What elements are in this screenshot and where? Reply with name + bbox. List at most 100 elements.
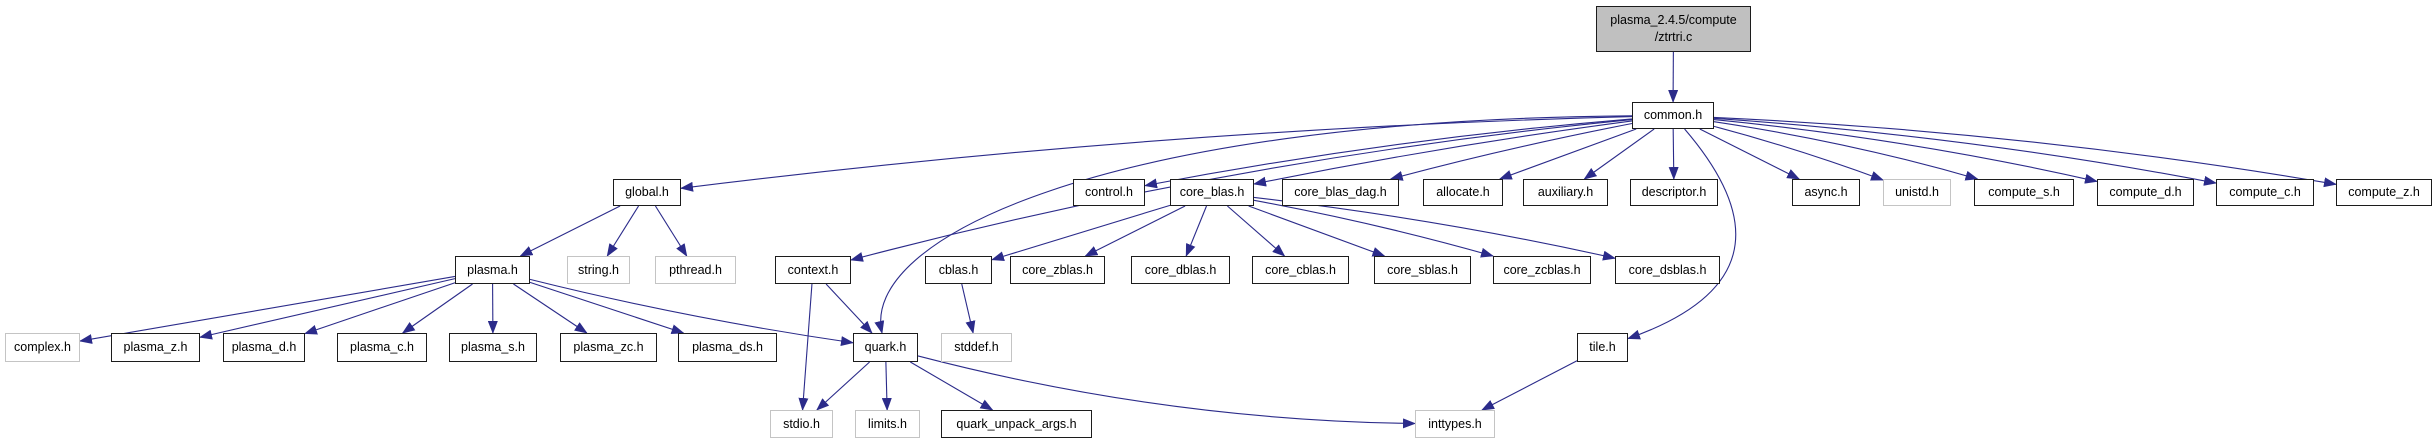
edge-common-compute_c xyxy=(1713,117,2217,186)
node-core_dsblas[interactable]: core_dsblas.h xyxy=(1615,256,1720,284)
edge-plasma-quark xyxy=(529,278,854,346)
node-descriptor[interactable]: descriptor.h xyxy=(1630,179,1718,206)
node-label: compute_c.h xyxy=(2229,185,2301,200)
edge-context-quark xyxy=(825,283,873,334)
node-plasma_s[interactable]: plasma_s.h xyxy=(449,333,537,362)
edge-core_blas-core_dblas xyxy=(1185,205,1208,257)
edge-common-quark xyxy=(874,115,1633,334)
edge-core_blas-core_zblas xyxy=(1084,205,1186,257)
node-core_zcblas[interactable]: core_zcblas.h xyxy=(1493,256,1591,284)
node-label: core_cblas.h xyxy=(1265,262,1336,277)
edge-core_blas-core_cblas xyxy=(1227,205,1286,257)
edge-plasma-plasma_z xyxy=(199,278,456,340)
node-plasma_z[interactable]: plasma_z.h xyxy=(111,333,200,362)
node-label: context.h xyxy=(787,262,839,277)
edge-core_blas-cblas xyxy=(991,204,1171,262)
node-label: control.h xyxy=(1085,185,1133,200)
node-label: core_sblas.h xyxy=(1387,262,1458,277)
node-tile[interactable]: tile.h xyxy=(1577,333,1628,362)
node-plasma_zc[interactable]: plasma_zc.h xyxy=(560,333,657,362)
node-plasma_c[interactable]: plasma_c.h xyxy=(337,333,427,362)
node-label: core_zblas.h xyxy=(1022,262,1093,277)
node-label: quark.h xyxy=(864,340,907,355)
node-core_sblas[interactable]: core_sblas.h xyxy=(1374,256,1471,284)
node-allocate[interactable]: allocate.h xyxy=(1423,179,1503,206)
node-core_blas_dag[interactable]: core_blas_dag.h xyxy=(1282,179,1399,206)
edge-common-core_blas xyxy=(1253,120,1633,187)
edge-common-compute_d xyxy=(1713,119,2098,184)
node-label: auxiliary.h xyxy=(1537,185,1594,200)
node-core_cblas[interactable]: core_cblas.h xyxy=(1252,256,1349,284)
node-common[interactable]: common.h xyxy=(1632,102,1714,129)
edge-plasma-plasma_ds xyxy=(529,281,685,334)
node-label: plasma_z.h xyxy=(123,340,188,355)
node-label: compute_d.h xyxy=(2109,185,2182,200)
edge-plasma-complex xyxy=(79,275,456,344)
node-label: stddef.h xyxy=(954,340,999,355)
node-label: stdio.h xyxy=(783,416,820,431)
node-compute_s[interactable]: compute_s.h xyxy=(1974,179,2074,206)
node-plasma_ds[interactable]: plasma_ds.h xyxy=(678,333,777,362)
edge-common-core_blas_dag xyxy=(1389,122,1633,181)
edge-plasma-plasma_c xyxy=(401,283,473,334)
edge-global-plasma xyxy=(519,205,621,257)
node-label: plasma.h xyxy=(467,262,518,277)
node-label: unistd.h xyxy=(1895,185,1939,200)
edge-context-stdio xyxy=(798,283,813,411)
edge-common-descriptor xyxy=(1668,128,1679,180)
node-plasma_d[interactable]: plasma_d.h xyxy=(223,333,305,362)
node-label: pthread.h xyxy=(669,262,722,277)
edge-global-string xyxy=(606,205,640,257)
edge-global-pthread xyxy=(654,205,688,257)
edge-quark-inttypes xyxy=(917,355,1416,429)
node-string: string.h xyxy=(567,256,630,284)
node-core_zblas[interactable]: core_zblas.h xyxy=(1010,256,1105,284)
edge-quark-stdio xyxy=(816,361,870,411)
edge-quark-quark_unpack_args xyxy=(910,361,994,411)
node-label: string.h xyxy=(578,262,619,277)
edge-common-auxiliary xyxy=(1583,128,1655,180)
node-cblas[interactable]: cblas.h xyxy=(925,256,992,284)
node-ztrtri: plasma_2.4.5/compute/ztrtri.c xyxy=(1596,6,1751,52)
edge-common-tile xyxy=(1627,128,1737,340)
node-label: common.h xyxy=(1643,108,1703,123)
node-core_blas[interactable]: core_blas.h xyxy=(1170,179,1254,206)
node-compute_c[interactable]: compute_c.h xyxy=(2216,179,2314,206)
node-compute_d[interactable]: compute_d.h xyxy=(2097,179,2194,206)
edge-core_blas-core_sblas xyxy=(1248,205,1386,257)
node-complex: complex.h xyxy=(5,333,80,362)
node-quark[interactable]: quark.h xyxy=(853,333,918,362)
node-control[interactable]: control.h xyxy=(1073,179,1145,206)
node-inttypes: inttypes.h xyxy=(1415,410,1495,438)
node-label: descriptor.h xyxy=(1641,185,1707,200)
node-label: global.h xyxy=(625,185,669,200)
node-pthread: pthread.h xyxy=(655,256,736,284)
edge-common-global xyxy=(680,116,1633,192)
node-plasma[interactable]: plasma.h xyxy=(455,256,530,284)
edge-plasma-plasma_d xyxy=(304,282,456,335)
node-auxiliary[interactable]: auxiliary.h xyxy=(1523,179,1608,206)
node-global[interactable]: global.h xyxy=(613,179,681,206)
node-core_dblas[interactable]: core_dblas.h xyxy=(1131,256,1230,284)
node-label: /ztrtri.c xyxy=(1654,30,1693,44)
node-label: core_dsblas.h xyxy=(1628,262,1707,277)
node-compute_z[interactable]: compute_z.h xyxy=(2336,179,2432,206)
edge-common-unistd xyxy=(1713,125,1884,181)
node-label: core_dblas.h xyxy=(1144,262,1217,277)
node-label: plasma_d.h xyxy=(231,340,297,355)
node-label: core_zcblas.h xyxy=(1503,262,1581,277)
node-context[interactable]: context.h xyxy=(775,256,851,284)
node-quark_unpack_args[interactable]: quark_unpack_args.h xyxy=(941,410,1092,438)
edge-plasma-plasma_zc xyxy=(513,283,588,334)
node-label: limits.h xyxy=(868,416,907,431)
node-label: quark_unpack_args.h xyxy=(956,416,1077,431)
edge-core_blas-core_zcblas xyxy=(1253,199,1494,258)
edge-common-allocate xyxy=(1498,128,1637,180)
edge-common-context xyxy=(850,118,1633,262)
node-label: allocate.h xyxy=(1436,185,1490,200)
node-label: core_blas_dag.h xyxy=(1294,185,1387,200)
node-async[interactable]: async.h xyxy=(1792,179,1860,206)
node-label: plasma_ds.h xyxy=(692,340,763,355)
